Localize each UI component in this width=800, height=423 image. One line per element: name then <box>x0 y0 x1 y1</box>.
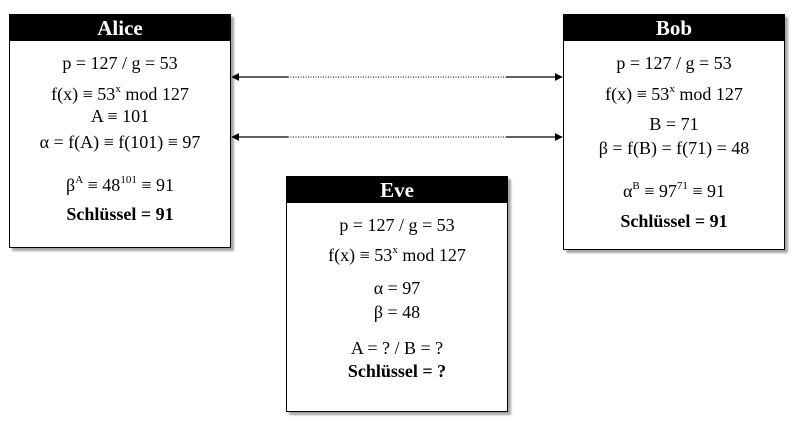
eve-unknowns: A = ? / B = ? <box>350 338 444 358</box>
alice-title: Alice <box>10 15 230 41</box>
eve-box: Eve p = 127 / g = 53 f(x) ≡ 53x mod 127 … <box>286 176 508 412</box>
alice-function: f(x) ≡ 53x mod 127 <box>51 83 189 104</box>
alice-key: Schlüssel = 91 <box>66 204 174 224</box>
eve-function: f(x) ≡ 53x mod 127 <box>328 244 466 265</box>
eve-alpha: α = 97 <box>373 278 421 298</box>
bob-key-calc: αB ≡ 9771 ≡ 91 <box>622 180 726 201</box>
alice-p-g: p = 127 / g = 53 <box>62 53 178 73</box>
eve-title: Eve <box>287 177 507 203</box>
alice-public: α = f(A) ≡ f(101) ≡ 97 <box>39 132 201 152</box>
bob-box: Bob p = 127 / g = 53 f(x) ≡ 53x mod 127 … <box>563 14 785 250</box>
bob-key: Schlüssel = 91 <box>620 211 728 231</box>
eve-p-g: p = 127 / g = 53 <box>339 215 455 235</box>
alice-key-calc: βA ≡ 48101 ≡ 91 <box>66 174 174 195</box>
bob-title: Bob <box>564 15 784 41</box>
bob-p-g: p = 127 / g = 53 <box>616 53 732 73</box>
eve-beta: β = 48 <box>373 302 421 322</box>
alice-box: Alice p = 127 / g = 53 f(x) ≡ 53x mod 12… <box>9 14 231 248</box>
alice-secret: A ≡ 101 <box>90 106 150 126</box>
bob-public: β = f(B) = f(71) = 48 <box>598 138 750 158</box>
bob-secret: B = 71 <box>649 114 699 134</box>
eve-key: Schlüssel = ? <box>347 361 447 381</box>
bob-function: f(x) ≡ 53x mod 127 <box>605 83 743 104</box>
